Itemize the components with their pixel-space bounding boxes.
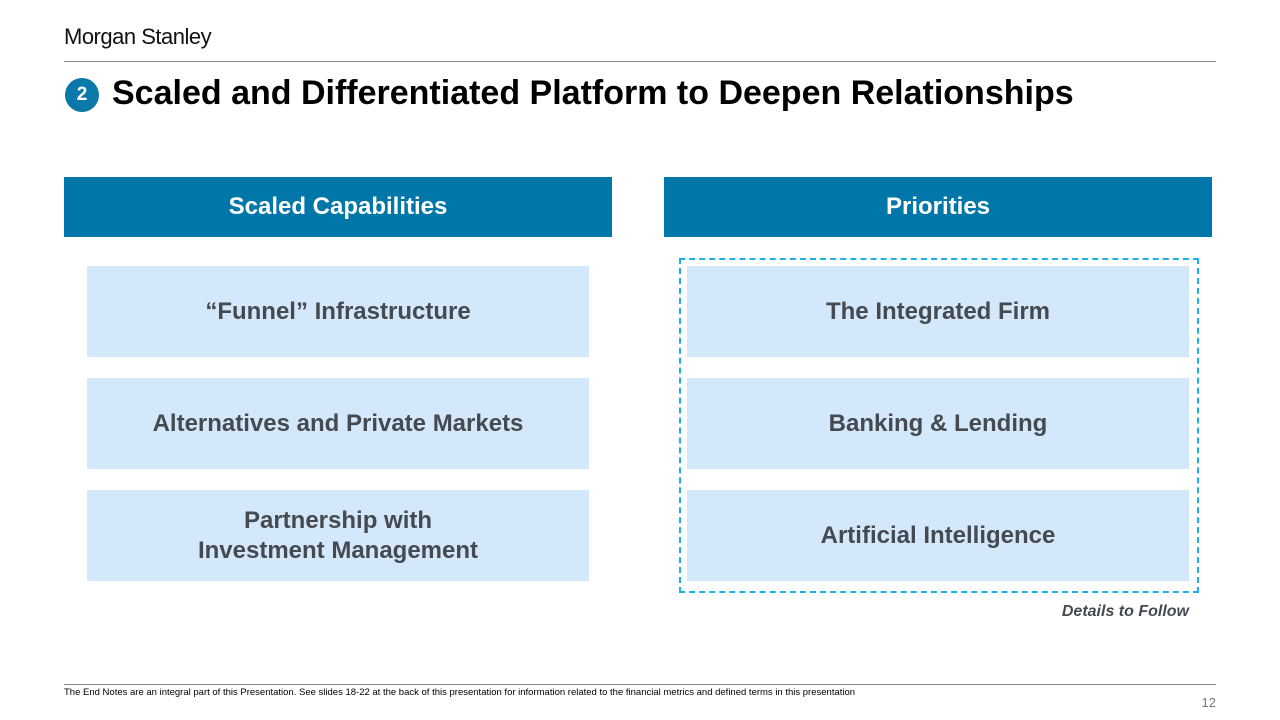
priority-banking-lending: Banking & Lending: [687, 378, 1189, 469]
page-title: Scaled and Differentiated Platform to De…: [112, 74, 1074, 112]
priorities-header: Priorities: [664, 177, 1212, 237]
header-divider: [64, 61, 1216, 62]
scaled-capabilities-header: Scaled Capabilities: [64, 177, 612, 237]
capability-line-1: Partnership with: [243, 506, 433, 534]
section-number-badge: 2: [65, 78, 99, 112]
capability-funnel-infrastructure: “Funnel” Infrastructure: [87, 266, 589, 357]
footer-divider: [64, 684, 1216, 685]
capability-partnership-investment-management: Partnership with Investment Management: [87, 490, 589, 581]
page-number: 12: [1201, 695, 1216, 710]
morgan-stanley-logo: Morgan Stanley: [64, 24, 212, 49]
priority-artificial-intelligence: Artificial Intelligence: [687, 490, 1189, 581]
priorities-dashed-frame: [679, 258, 1199, 593]
capability-line-2: Investment Management: [197, 536, 479, 564]
capability-alternatives-private-markets: Alternatives and Private Markets: [87, 378, 589, 469]
details-to-follow-note: Details to Follow: [1061, 603, 1189, 620]
priority-integrated-firm: The Integrated Firm: [687, 266, 1189, 357]
footer-end-notes: The End Notes are an integral part of th…: [64, 687, 856, 698]
